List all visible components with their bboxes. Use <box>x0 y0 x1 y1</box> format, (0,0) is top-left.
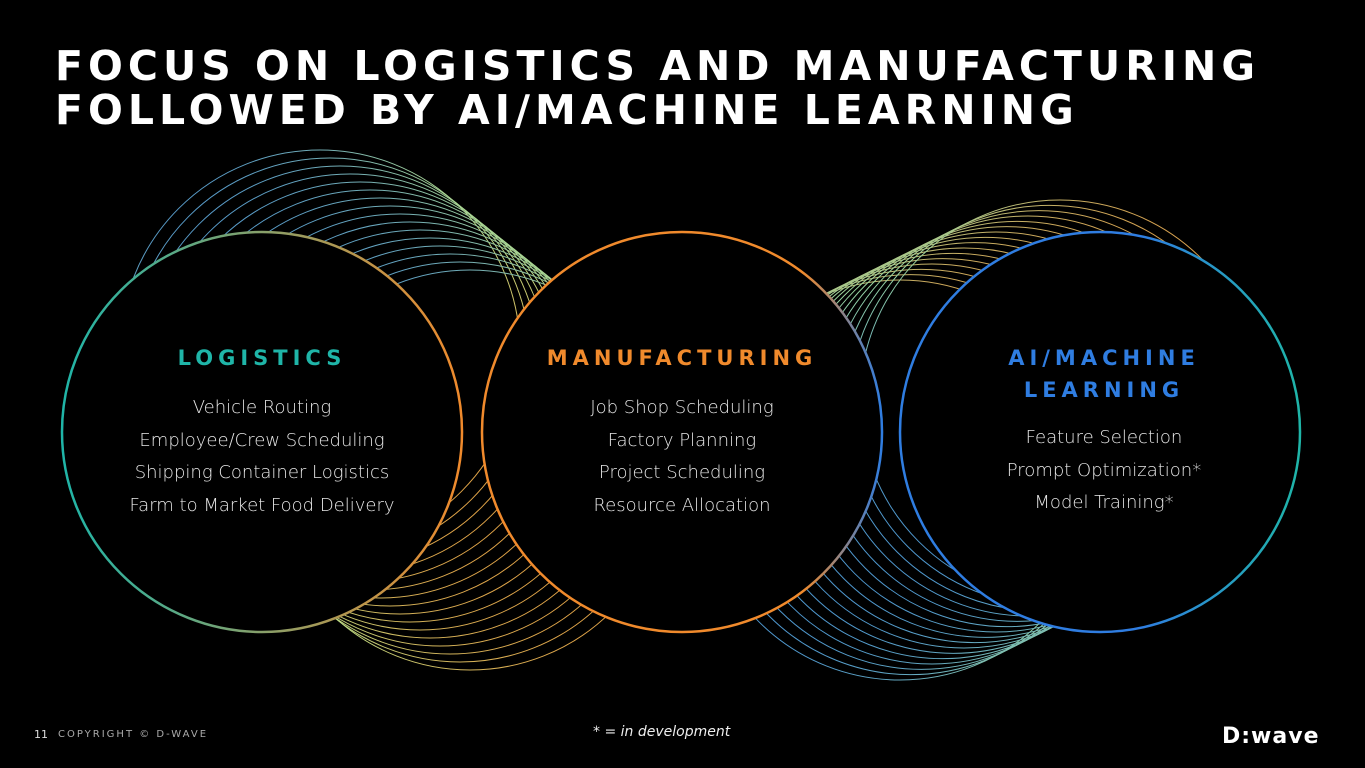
manufacturing-heading: MANUFACTURING <box>546 346 818 370</box>
ai-heading-line-2: LEARNING <box>1023 378 1185 402</box>
ai-heading-line-1: AI/MACHINE <box>1008 346 1200 370</box>
list-item: Factory Planning <box>607 429 757 451</box>
ai-panel: AI/MACHINE LEARNING Feature Selection Pr… <box>904 342 1304 520</box>
dwave-logo: D:wave <box>1222 724 1320 749</box>
logistics-circle <box>60 230 464 634</box>
ai-heading: AI/MACHINE LEARNING <box>904 342 1304 406</box>
ai-circle <box>898 230 1302 634</box>
list-item: Job Shop Scheduling <box>590 397 774 418</box>
title-line-1: FOCUS ON LOGISTICS AND MANUFACTURING <box>55 42 1260 90</box>
list-item: Prompt Optimization* <box>1006 459 1202 481</box>
copyright: COPYRIGHT © D-WAVE <box>58 729 209 740</box>
page-title: FOCUS ON LOGISTICS AND MANUFACTURING FOL… <box>55 44 1260 132</box>
list-item: Farm to Market Food Delivery <box>129 494 395 516</box>
list-item: Employee/Crew Scheduling <box>139 429 385 451</box>
list-item: Project Scheduling <box>598 462 766 483</box>
page-number: 11 <box>34 728 48 741</box>
list-item: Vehicle Routing <box>192 397 332 418</box>
list-item: Shipping Container Logistics <box>134 462 390 483</box>
manufacturing-panel: MANUFACTURING Job Shop Scheduling Factor… <box>482 342 882 522</box>
title-line-2: FOLLOWED BY AI/MACHINE LEARNING <box>55 86 1079 134</box>
list-item: Model Training* <box>1034 492 1174 513</box>
list-item: Resource Allocation <box>593 494 771 516</box>
development-note: * = in development <box>593 724 731 740</box>
logistics-heading: LOGISTICS <box>177 346 347 370</box>
list-item: Feature Selection <box>1025 427 1183 448</box>
logistics-panel: LOGISTICS Vehicle Routing Employee/Crew … <box>62 342 462 522</box>
manufacturing-circle <box>480 230 884 634</box>
